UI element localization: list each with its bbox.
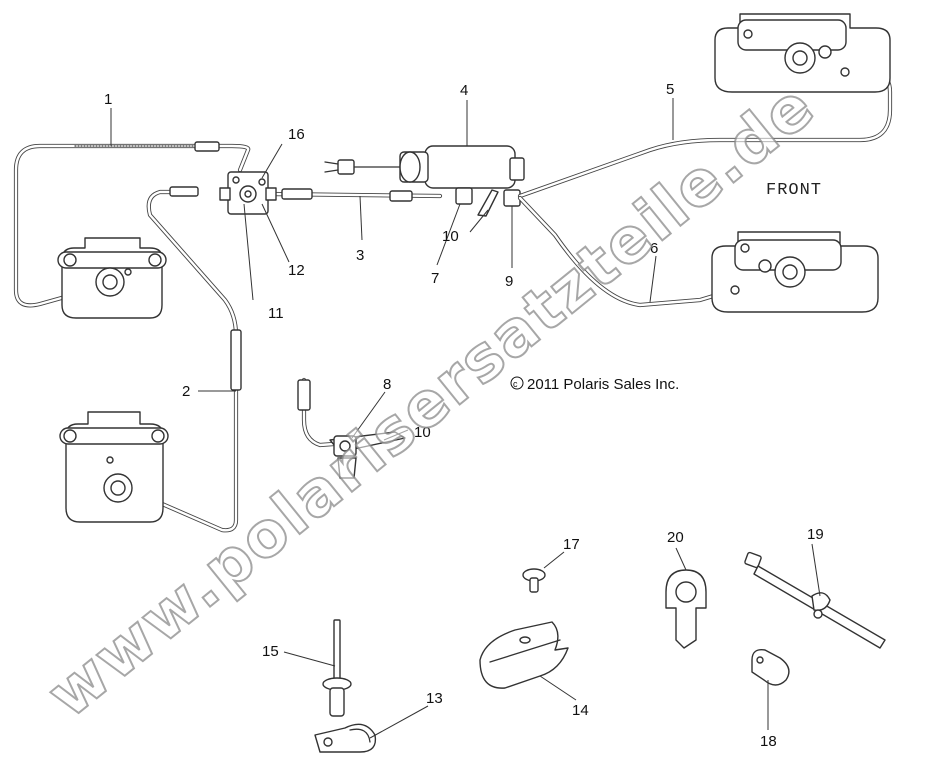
- callout-15: 15: [262, 643, 279, 660]
- rivet-15: [322, 619, 352, 717]
- callout-14: 14: [572, 702, 589, 719]
- clip-14: [479, 621, 569, 689]
- copyright-text: 2011 Polaris Sales Inc.: [527, 376, 679, 393]
- callout-19: 19: [807, 526, 824, 543]
- callout-18: 18: [760, 733, 777, 750]
- brake-junction-block: [219, 171, 277, 215]
- callout-17: 17: [563, 536, 580, 553]
- banjo-bolt-detail: [297, 377, 406, 479]
- leader-lines: [110, 98, 821, 739]
- callout-4: 4: [460, 82, 468, 99]
- caliper-rear-left-lower: [59, 411, 169, 523]
- brake-line-3: [267, 188, 443, 202]
- caliper-front-right-lower: [711, 231, 879, 313]
- brake-line-1: [13, 141, 251, 308]
- callout-8: 8: [383, 376, 391, 393]
- callout-5: 5: [666, 81, 674, 98]
- callout-16: 16: [288, 126, 305, 143]
- callout-6: 6: [650, 240, 658, 257]
- callout-1: 1: [104, 91, 112, 108]
- caliper-front-right-upper: [714, 13, 891, 93]
- bracket-20: [665, 569, 707, 649]
- callout-10-master: 10: [442, 228, 459, 245]
- copyright-notice: c 2011 Polaris Sales Inc.: [510, 376, 679, 393]
- master-cylinder: [324, 145, 525, 217]
- callout-10-bracket: 10: [414, 424, 431, 441]
- clamp-18: [751, 649, 790, 686]
- callout-9: 9: [505, 273, 513, 290]
- callout-20: 20: [667, 529, 684, 546]
- front-label: FRONT: [766, 181, 822, 200]
- callout-3: 3: [356, 247, 364, 264]
- callout-7: 7: [431, 270, 439, 287]
- callout-2: 2: [182, 383, 190, 400]
- caliper-rear-left-upper: [57, 237, 167, 319]
- svg-text:c: c: [513, 379, 518, 389]
- cable-tie-19: [744, 551, 886, 649]
- brake-line-6: [517, 195, 763, 308]
- callout-12: 12: [288, 262, 305, 279]
- brake-line-2: [127, 186, 242, 533]
- callout-11: 11: [268, 305, 284, 322]
- callout-13: 13: [426, 690, 443, 707]
- clamp-13: [314, 723, 377, 753]
- callout-numbers: 1 2 3 4 5 6 7 8 9 10 10 11 12 13 14 15 1…: [104, 81, 824, 750]
- screw-17: [522, 568, 546, 593]
